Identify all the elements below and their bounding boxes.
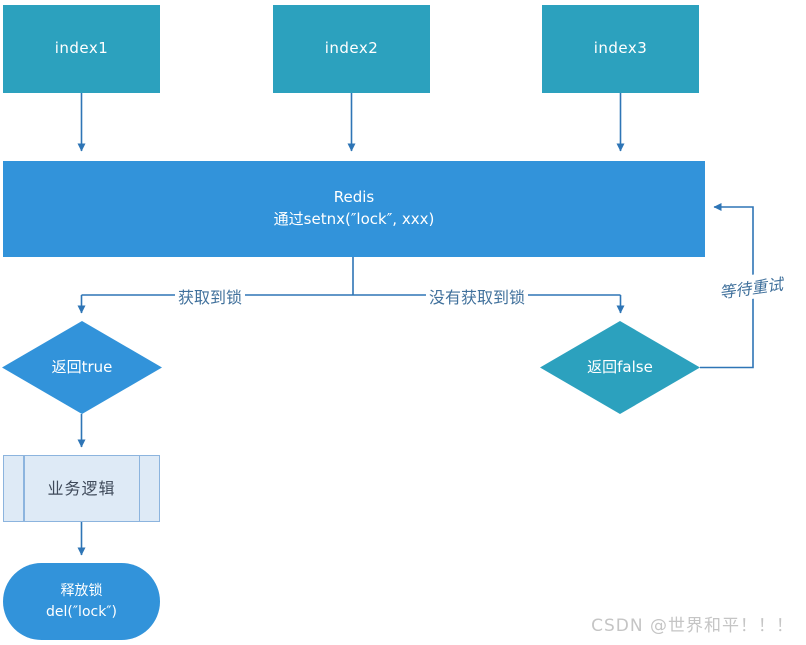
terminal-release-lock-command: del(″lock″) [45, 603, 118, 620]
node-redis: Redis 通过setnx(″lock″, xxx) [3, 161, 705, 257]
node-index3: index3 [542, 5, 699, 93]
node-redis-command: 通过setnx(″lock″, xxx) [273, 210, 435, 228]
edge-label-acquired: 获取到锁 [174, 284, 246, 308]
predefined-process-right-bar [138, 456, 140, 521]
terminal-release-lock: 释放锁 del(″lock″) [3, 563, 160, 640]
csdn-watermark: CSDN @世界和平！！！ [591, 616, 794, 636]
node-index3-label: index3 [593, 39, 648, 58]
process-business-logic-label: 业务逻辑 [47, 478, 116, 498]
decision-return-false-label: 返回false [587, 357, 653, 376]
decision-return-true: 返回true [2, 321, 162, 414]
predefined-process-left-bar [23, 456, 25, 521]
node-index1: index1 [3, 5, 160, 93]
decision-return-false: 返回false [540, 321, 700, 414]
process-business-logic: 业务逻辑 [3, 455, 160, 522]
node-index2-label: index2 [324, 39, 379, 58]
node-index1-label: index1 [54, 39, 109, 58]
edge-label-not-acquired: 没有获取到锁 [425, 284, 529, 308]
decision-return-true-label: 返回true [51, 357, 113, 376]
node-index2: index2 [273, 5, 430, 93]
node-redis-title: Redis [333, 188, 375, 207]
edge-label-wait-retry: 等待重试 [714, 270, 788, 304]
terminal-release-lock-label: 释放锁 [60, 582, 103, 599]
